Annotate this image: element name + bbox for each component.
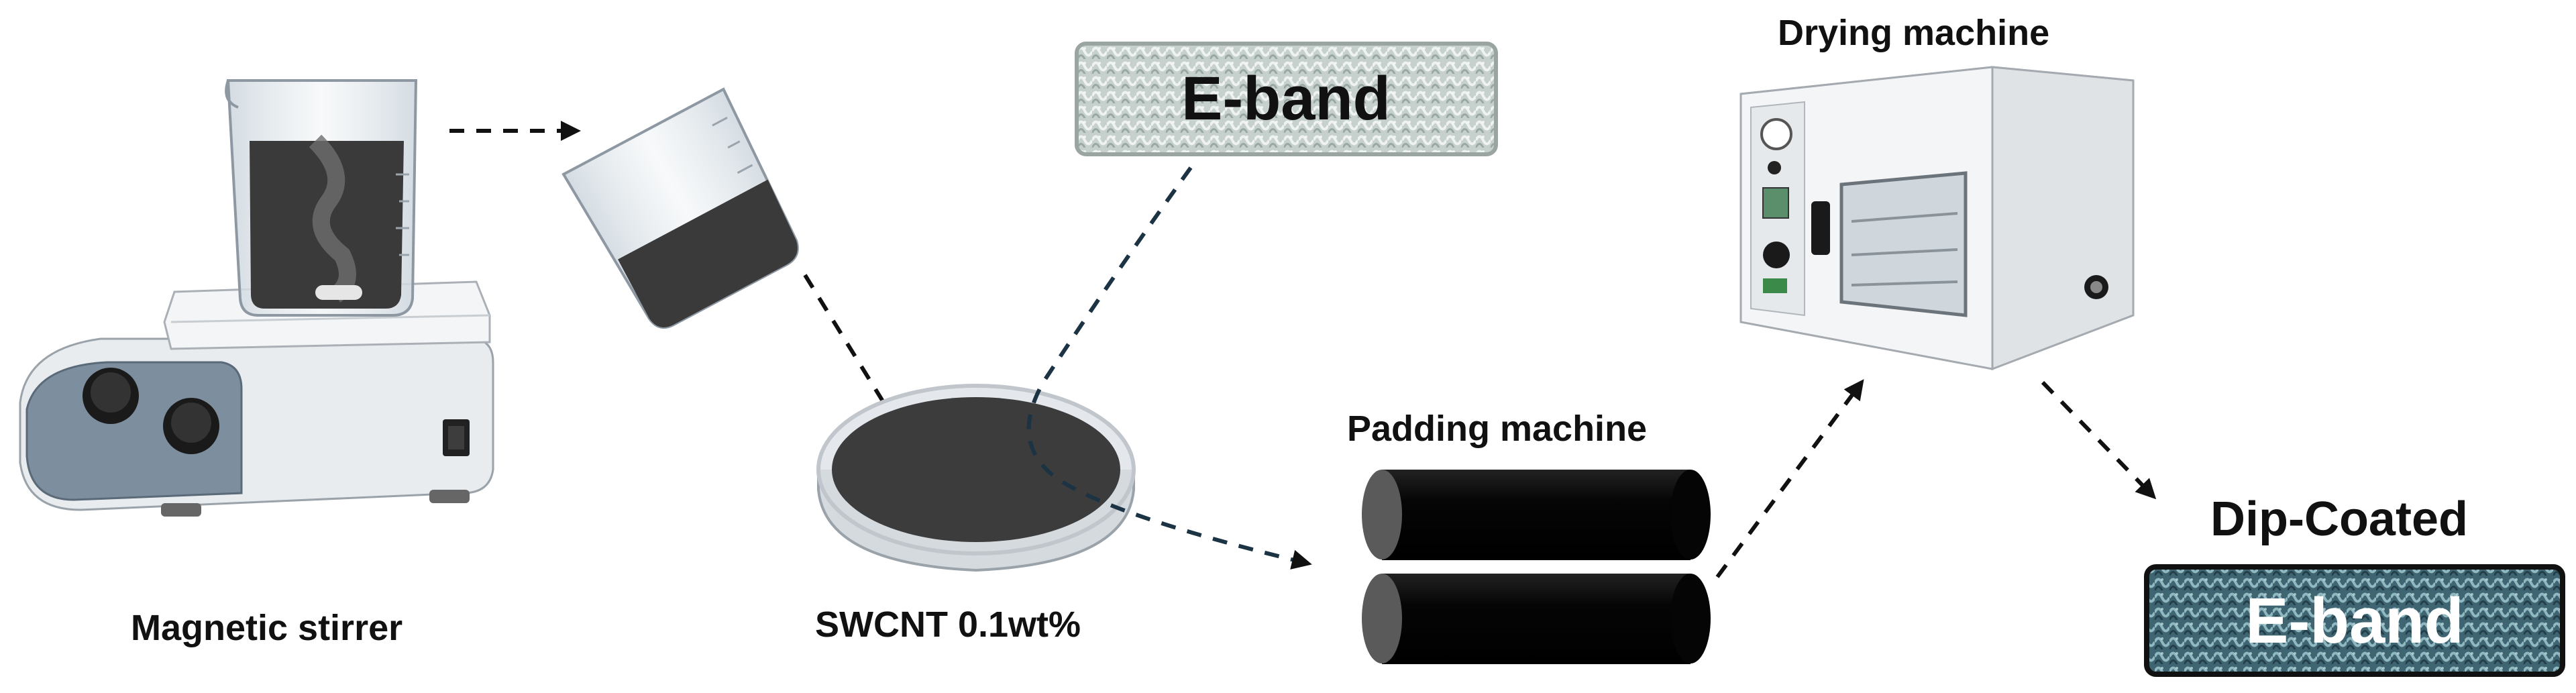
pouring-beaker-illustration — [561, 87, 799, 329]
swcnt-label: SWCNT 0.1wt% — [815, 604, 1081, 645]
coated-fabric-label: E-band — [2245, 585, 2463, 657]
arrow-drying-to-dipcoated — [2041, 380, 2157, 500]
padding-machine-illustration — [1362, 470, 1711, 664]
magnetic-stirrer-label: Magnetic stirrer — [131, 608, 403, 648]
dip-coated-label: Dip-Coated — [2210, 492, 2468, 546]
drying-machine-illustration — [1739, 66, 2135, 371]
arrow-fabric-to-padding — [1026, 166, 1312, 570]
raw-fabric-swatch: E-band — [1075, 42, 1498, 156]
arrow-padding-to-drying — [1715, 379, 1864, 578]
coated-fabric-swatch: E-band — [2144, 564, 2565, 677]
arrow-beaker-to-dish — [803, 274, 905, 437]
petri-dish-illustration — [816, 384, 1136, 572]
padding-machine-label: Padding machine — [1347, 409, 1648, 449]
drying-machine-label: Drying machine — [1778, 13, 2050, 53]
magnetic-stirrer-illustration — [19, 79, 494, 517]
raw-fabric-label: E-band — [1181, 64, 1391, 133]
